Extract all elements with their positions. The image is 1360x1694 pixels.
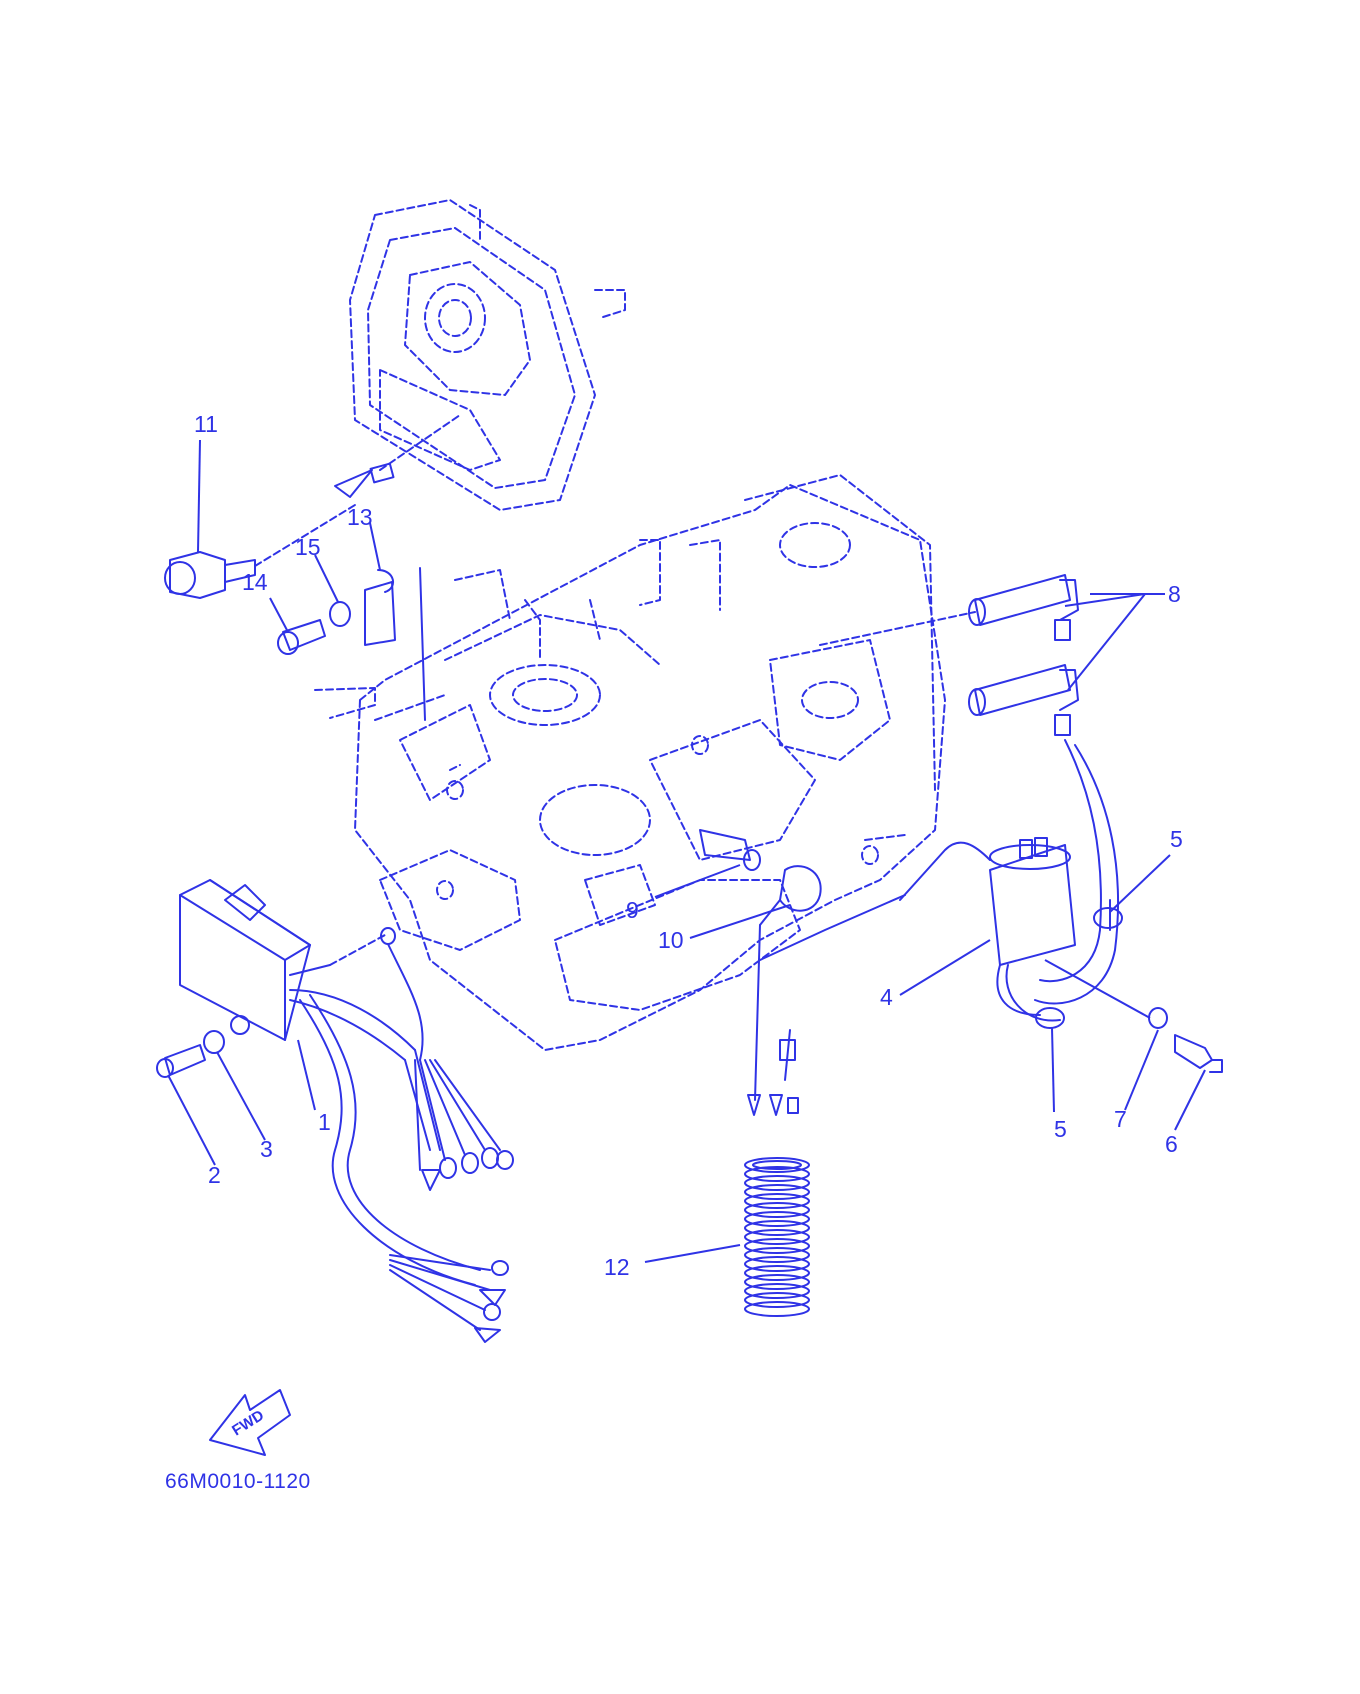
tube-ring	[744, 1211, 810, 1227]
callout-13: 13	[347, 504, 373, 530]
callout-2: 2	[208, 1162, 221, 1188]
cdi-unit-1	[179, 879, 514, 1343]
bolt-washer-left	[156, 1030, 225, 1078]
callout-7: 7	[1114, 1106, 1127, 1132]
callout-5b: 5	[1054, 1116, 1067, 1142]
callout-4: 4	[880, 984, 893, 1010]
tube-ring	[744, 1193, 810, 1209]
tube-ring	[744, 1166, 810, 1182]
callout-5a: 5	[1170, 826, 1183, 852]
callout-10: 10	[658, 927, 684, 953]
tube-ring	[744, 1292, 810, 1308]
tube-opening	[752, 1160, 802, 1170]
tube-ring	[744, 1238, 810, 1254]
callout-labels: 1 2 3 4 5 5 6 7 8 9 10 11 12 13 14 15	[194, 411, 1183, 1280]
callout-6: 6	[1165, 1131, 1178, 1157]
clamp-bolt-washer	[277, 567, 426, 721]
callout-11: 11	[194, 411, 218, 437]
bolt-washer-right	[1148, 1007, 1223, 1073]
tube-ring	[744, 1301, 810, 1317]
callout-15: 15	[295, 534, 321, 560]
tube-ring	[744, 1274, 810, 1290]
tube-ring	[744, 1184, 810, 1200]
tube-ring	[744, 1175, 810, 1191]
fwd-arrow-icon: FWD	[209, 1389, 291, 1456]
tube-ring	[744, 1229, 810, 1245]
pulser-sensor	[164, 414, 461, 599]
drawing-code: 66M0010-1120	[165, 1470, 311, 1493]
tube-ring	[744, 1265, 810, 1281]
tube-ring	[744, 1202, 810, 1218]
tube-ring	[744, 1220, 810, 1236]
sensor-9	[699, 829, 761, 871]
callout-1: 1	[318, 1109, 331, 1135]
tube-ring	[744, 1247, 810, 1263]
stator-cover	[349, 199, 626, 511]
tube-ring	[744, 1283, 810, 1299]
plug-cap-10	[747, 865, 822, 1116]
ignition-coil-4	[759, 739, 1123, 1029]
callout-14: 14	[242, 569, 268, 595]
corrugated-tube-12	[744, 1157, 810, 1317]
engine-block	[314, 474, 946, 1051]
leader-lines	[167, 439, 1206, 1263]
tube-ring	[744, 1256, 810, 1272]
callout-8: 8	[1168, 581, 1181, 607]
callout-9: 9	[626, 897, 639, 923]
tube-ring	[744, 1157, 810, 1173]
plug-caps-8	[819, 574, 1079, 736]
callout-12: 12	[604, 1254, 630, 1280]
callout-3: 3	[260, 1136, 273, 1162]
